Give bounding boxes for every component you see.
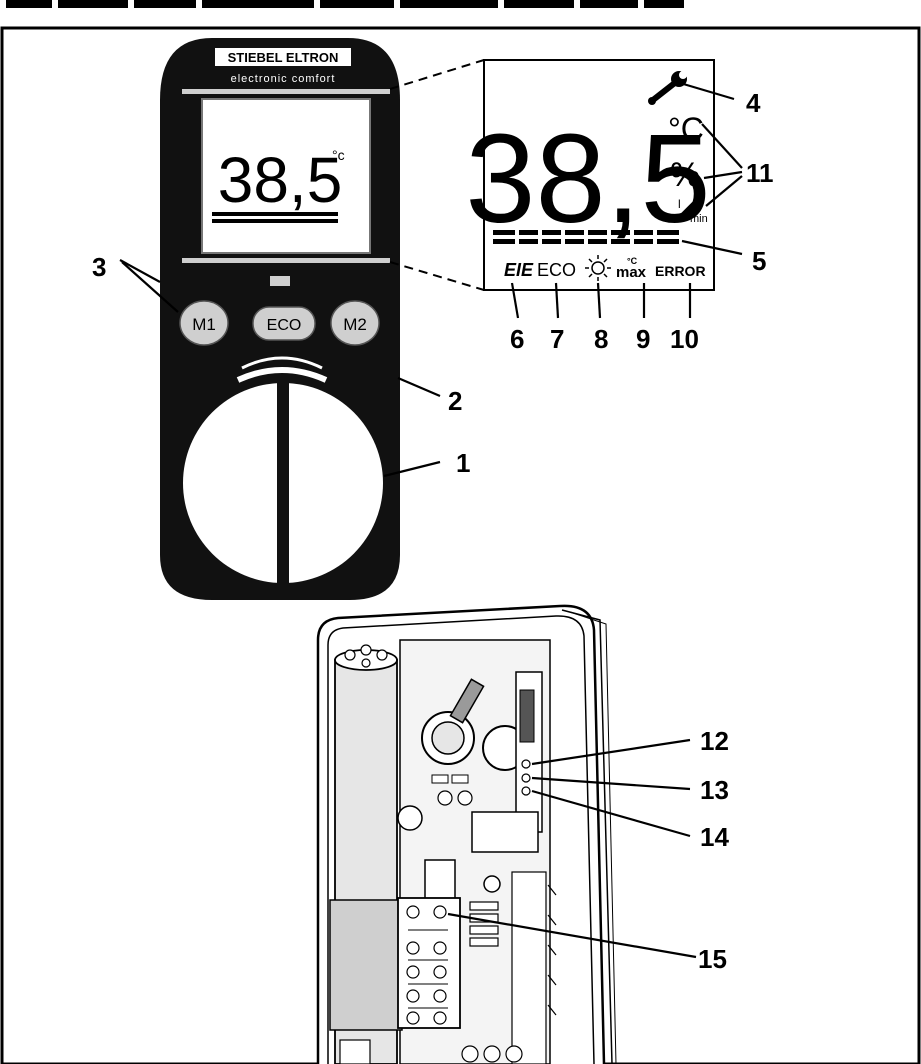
callout-6: 6: [510, 324, 524, 354]
small-lcd-temperature: 38,5: [218, 144, 343, 216]
leader-11b: [703, 170, 743, 180]
heater-device: [316, 604, 617, 1064]
sun-icon: [585, 255, 611, 281]
leader-14: [531, 789, 691, 838]
unit-flow-slash: [673, 193, 703, 223]
electronics-board: [471, 671, 543, 853]
left-fittings: [397, 790, 501, 901]
unit-celsius: °C: [668, 111, 704, 147]
max-degree: °C: [627, 256, 638, 266]
eco-button-label: ECO: [267, 317, 302, 334]
terminal-block[interactable]: [397, 897, 461, 1029]
callout-10: 10: [670, 324, 699, 354]
enlarged-lcd-frame: [483, 59, 715, 291]
small-lcd: [201, 98, 371, 254]
leader-3a: [119, 259, 161, 283]
m1-button-label: M1: [192, 315, 216, 334]
zoom-line-bottom: [389, 261, 485, 291]
callout-1: 1: [456, 448, 470, 478]
leader-5: [681, 239, 743, 256]
lcd-bottom-bar: [182, 258, 390, 263]
callout-14: 14: [700, 822, 729, 852]
knob-indicator-line: [277, 383, 289, 583]
callout-12: 12: [700, 726, 729, 756]
callout-7: 7: [550, 324, 564, 354]
unit-percent: %: [670, 156, 700, 194]
leader-11a: [701, 123, 743, 169]
m2-button[interactable]: M2: [330, 300, 380, 346]
leader-4: [679, 81, 735, 101]
e-indicator: EIE: [504, 260, 534, 280]
knob-arc-upper: [241, 356, 323, 370]
temperature-knob[interactable]: [183, 383, 383, 583]
callout-8: 8: [594, 324, 608, 354]
header-text: …: [700, 1, 708, 10]
callout-13: 13: [700, 775, 729, 805]
zoom-line-top: [389, 59, 485, 90]
callout-3: 3: [92, 252, 106, 282]
m2-button-label: M2: [343, 315, 367, 334]
vent-slats: [469, 871, 557, 1064]
small-lcd-unit: °c: [332, 147, 345, 163]
eco-indicator: ECO: [537, 260, 576, 280]
callout-11: 11: [746, 158, 774, 188]
unit-flow-l: l: [678, 197, 681, 211]
max-indicator: max: [616, 264, 647, 281]
leader-12: [531, 738, 691, 766]
knob-arc-lower: [236, 367, 328, 383]
leader-1: [383, 460, 441, 478]
lcd-top-bar: [182, 89, 390, 94]
small-lcd-bargraph: [212, 212, 338, 223]
callout-lines: [119, 81, 743, 959]
leader-15: [447, 912, 697, 959]
leader-6: [510, 282, 520, 319]
unit-flow-min: min: [690, 213, 708, 225]
callout-9: 9: [636, 324, 650, 354]
leader-7: [554, 282, 560, 319]
callout-4: 4: [746, 88, 761, 118]
eco-button[interactable]: ECO: [252, 306, 316, 341]
brand-name: STIEBEL ELTRON: [228, 50, 339, 65]
status-led: [270, 276, 290, 286]
callout-2: 2: [448, 386, 462, 416]
enlarged-temperature: 38,5: [465, 108, 710, 249]
leader-11c: [705, 175, 743, 207]
housing-inner-edge: [327, 615, 595, 1064]
m1-button[interactable]: M1: [179, 300, 229, 346]
brand-tagline: electronic comfort: [231, 73, 336, 85]
wrench-icon: [648, 71, 687, 105]
leader-8: [596, 282, 602, 319]
control-panel: STIEBEL ELTRON electronic comfort 38,5 °…: [160, 38, 400, 600]
callout-numbers: 1 2 3 4 5 6 7 8 9 10 11 12 13 14 15: [92, 88, 774, 974]
heating-element: [329, 644, 403, 1064]
enlarged-display: 38,5 °C % l min EIE ECO: [465, 59, 715, 291]
header-cutoff-text: [6, 0, 684, 8]
bottom-fittings: [339, 1039, 523, 1064]
brand-logo-box: [215, 48, 351, 66]
leader-13: [531, 776, 691, 791]
leader-3b: [121, 261, 179, 313]
water-connections: [421, 678, 528, 784]
leader-2: [397, 376, 441, 398]
callout-5: 5: [752, 246, 766, 276]
error-indicator: ERROR: [655, 263, 706, 279]
callout-15: 15: [698, 944, 727, 974]
figure-frame: [0, 26, 921, 1064]
enlarged-bargraph: [493, 229, 679, 245]
